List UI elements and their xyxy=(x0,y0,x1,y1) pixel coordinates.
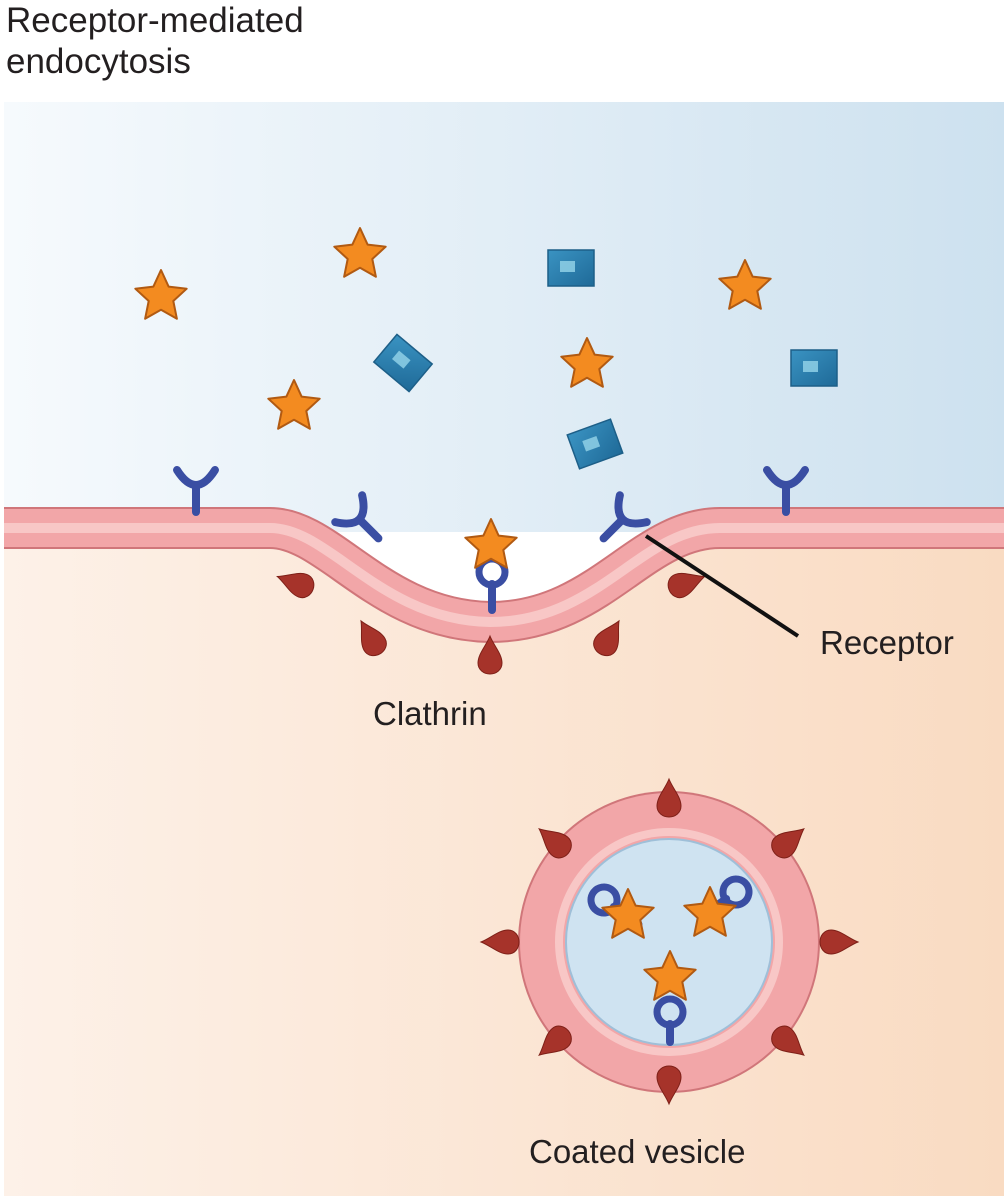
title-line-1: Receptor-mediated xyxy=(6,1,304,40)
extracellular-space xyxy=(4,102,1004,532)
coated-vesicle xyxy=(480,778,859,1105)
receptor-leader-line xyxy=(644,534,800,638)
clathrin-label: Clathrin xyxy=(373,695,487,732)
receptor-label: Receptor xyxy=(820,624,954,661)
square-molecule-icon xyxy=(547,249,595,287)
title-line-2: endocytosis xyxy=(6,42,191,81)
coated-vesicle-label: Coated vesicle xyxy=(529,1133,745,1170)
diagram-title: Receptor-mediated endocytosis xyxy=(6,0,506,82)
square-molecule-icon xyxy=(790,349,838,387)
